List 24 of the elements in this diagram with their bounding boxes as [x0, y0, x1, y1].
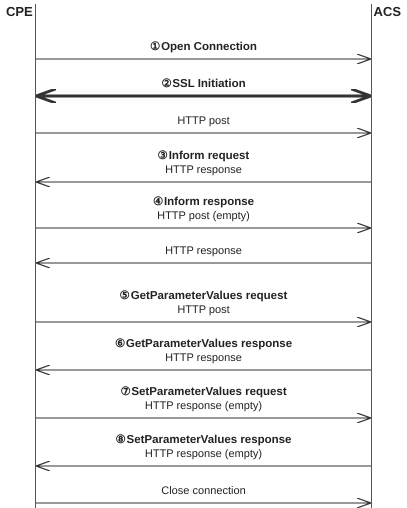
message-label: ①Open Connection: [149, 40, 258, 54]
message-label: Close connection: [160, 484, 247, 498]
participant-lifeline: ACS: [371, 4, 401, 508]
message-label: ④Inform response HTTP post (empty): [152, 195, 256, 223]
message-label: ②SSL Initiation: [160, 77, 247, 91]
message-arrow: [34, 87, 372, 105]
message-arrow: [35, 460, 372, 472]
message-label: ③Inform request HTTP response: [156, 149, 250, 177]
message-label: ⑧SetParameterValues response HTTP response (empty): [114, 433, 292, 461]
message-arrow: [36, 316, 372, 328]
message-arrow: [35, 257, 372, 269]
message-label: ⑦SetParameterValues request HTTP response (empty): [119, 385, 288, 413]
message-arrow: [36, 412, 372, 424]
message-label: HTTP response: [164, 244, 243, 258]
message-arrow: [36, 127, 372, 139]
message-label: HTTP post: [176, 114, 231, 128]
message-arrow: [35, 176, 372, 188]
message-arrow: [35, 364, 372, 376]
participant-lifeline: CPE: [6, 4, 36, 508]
message-arrow: [36, 222, 372, 234]
message-arrow: [36, 497, 372, 508]
message-label: ⑤GetParameterValues request HTTP post: [118, 289, 288, 317]
message-arrow: [36, 53, 372, 65]
message-label: ⑥GetParameterValues response HTTP response: [114, 337, 294, 365]
